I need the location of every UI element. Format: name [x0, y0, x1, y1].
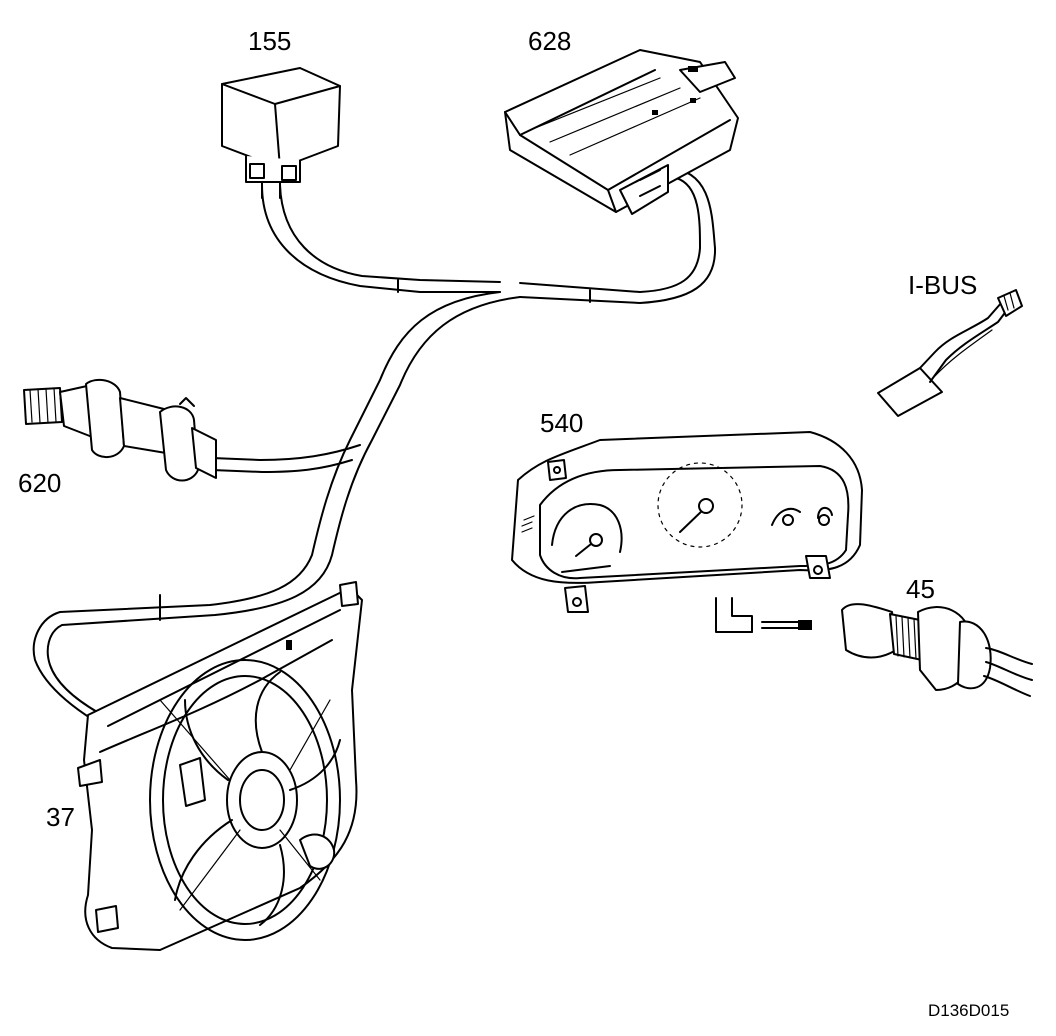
label-620: 620	[18, 468, 61, 498]
relay-155	[221, 67, 341, 199]
label-540: 540	[540, 408, 583, 438]
ground-terminal-symbol	[715, 597, 812, 633]
ibus-connector	[877, 289, 1023, 417]
temperature-sensor-45	[841, 603, 1033, 697]
labels: 155 628 I-BUS 620 540 45 37 D136D015	[18, 26, 1009, 1020]
cooling-fan-37	[77, 581, 363, 951]
label-37: 37	[46, 802, 75, 832]
label-ibus: I-BUS	[908, 270, 977, 300]
label-45: 45	[906, 574, 935, 604]
figure-code: D136D015	[928, 1001, 1009, 1020]
instrument-cluster-540	[511, 431, 863, 613]
control-module-628	[504, 49, 739, 215]
sensor-620	[23, 378, 217, 482]
label-155: 155	[248, 26, 291, 56]
wiring-harness	[32, 167, 717, 766]
label-628: 628	[528, 26, 571, 56]
